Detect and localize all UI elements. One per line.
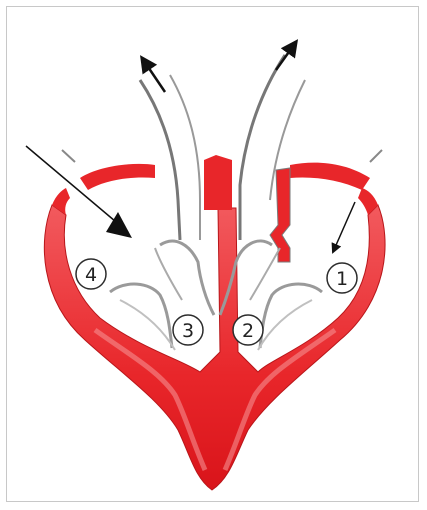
label-3: 3 (173, 315, 203, 345)
label-3-text: 3 (182, 320, 194, 342)
arrow-in-right (333, 202, 355, 252)
label-1-text: 1 (336, 268, 348, 290)
vessel-small-left (62, 150, 75, 162)
left-atrium-wall (80, 164, 155, 190)
label-4-text: 4 (85, 264, 97, 286)
label-1: 1 (327, 263, 357, 293)
valve-aortic (160, 241, 214, 315)
arrow-in-left (26, 146, 128, 232)
right-atrium-wall (290, 163, 370, 190)
aorta-left-line-2 (170, 75, 200, 240)
arrow-out-right (276, 42, 296, 70)
septum-top (204, 155, 232, 210)
label-2: 2 (233, 315, 263, 345)
vessel-small-right (370, 150, 382, 162)
label-2-text: 2 (242, 320, 254, 342)
aorta-left-line-1 (140, 80, 180, 240)
label-4: 4 (76, 259, 106, 289)
ventricle-wall (44, 205, 385, 490)
